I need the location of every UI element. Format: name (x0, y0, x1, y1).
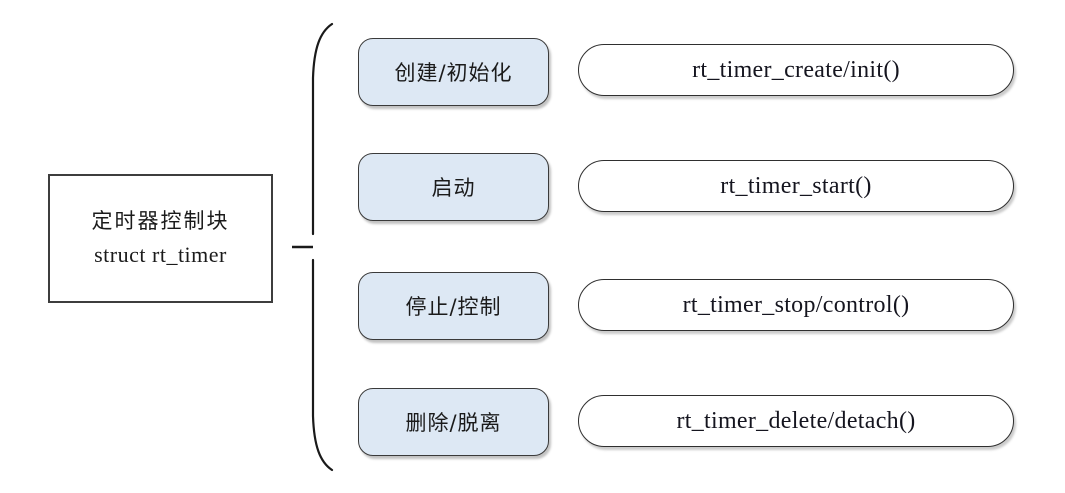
stage-box-stop-control[interactable]: 停止/控制 (358, 272, 549, 340)
timer-control-block-node: 定时器控制块 struct rt_timer (48, 174, 273, 303)
root-label-chinese: 定时器控制块 (91, 209, 230, 234)
stage-box-delete-detach[interactable]: 删除/脱离 (358, 388, 549, 456)
stage-label-create-init: 创建/初始化 (394, 61, 513, 85)
api-pill-stop-control[interactable]: rt_timer_stop/control() (578, 279, 1014, 331)
api-pill-create-init[interactable]: rt_timer_create/init() (578, 44, 1014, 96)
stage-box-start[interactable]: 启动 (358, 153, 549, 221)
api-label-stop-control: rt_timer_stop/control() (682, 291, 910, 318)
root-label-struct: struct rt_timer (94, 242, 227, 268)
stage-box-create-init[interactable]: 创建/初始化 (358, 38, 549, 106)
stage-label-start: 启动 (431, 176, 476, 200)
api-label-create-init: rt_timer_create/init() (692, 56, 900, 83)
left-curly-brace-icon (292, 22, 334, 472)
api-pill-delete-detach[interactable]: rt_timer_delete/detach() (578, 395, 1014, 447)
api-label-delete-detach: rt_timer_delete/detach() (676, 407, 916, 434)
api-label-start: rt_timer_start() (720, 172, 872, 199)
stage-label-delete-detach: 删除/脱离 (405, 411, 502, 435)
stage-label-stop-control: 停止/控制 (405, 295, 502, 319)
api-pill-start[interactable]: rt_timer_start() (578, 160, 1014, 212)
